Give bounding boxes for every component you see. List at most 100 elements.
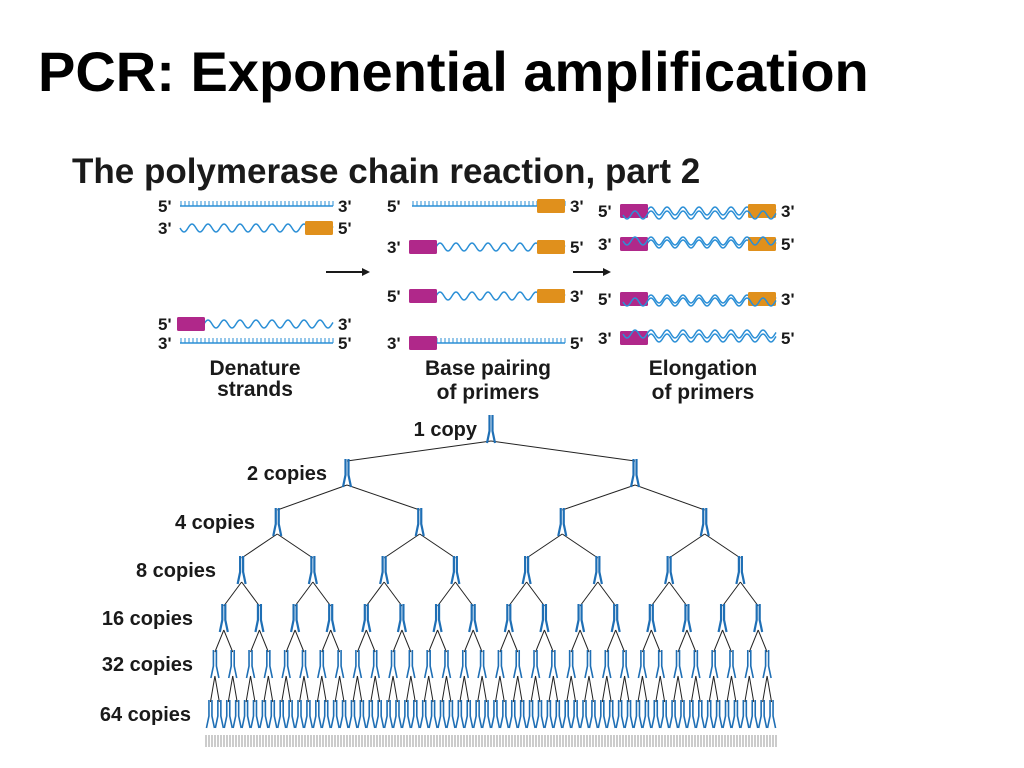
dna-copy [370,650,381,679]
three-prime-label: 3' [781,202,795,221]
tree-connector [241,533,278,559]
dna-copy [455,700,465,729]
forward-primer [620,237,648,251]
reverse-primer [748,237,776,251]
copies-label: 8 copies [136,560,216,582]
dna-copy [646,604,657,633]
tree-connector [562,484,636,511]
tree-connector [356,629,367,653]
tree-connector [535,675,541,703]
tree-connector [499,675,505,703]
extended-strand [622,329,777,339]
dna-copy [357,700,367,729]
extended-strand [622,236,777,246]
dna-copy [664,556,675,585]
tree-connector [294,629,305,653]
tree-connector [588,675,594,703]
strand-rungs [180,201,334,206]
tree-connector [428,629,439,653]
extended-strand [622,210,777,220]
tree-connector [437,629,447,653]
tree-connector [766,675,773,703]
tree-connector [543,629,554,653]
dna-copy [383,700,394,729]
dna-copy [588,700,599,729]
dna-copy [477,650,487,679]
dna-copy [610,604,621,633]
five-prime-label: 5' [338,334,352,353]
five-prime-label: 5' [338,219,352,238]
dna-copy [592,556,603,585]
dna-copy [731,700,741,729]
dna-copy [548,650,559,679]
tree-connector [659,675,666,703]
five-prime-label: 5' [570,238,584,257]
dna-copy [299,650,309,679]
dna-copy [263,650,274,679]
dna-copy [508,700,519,729]
step-elongation-line1: Elongation [649,357,758,380]
dna-copy [285,700,296,729]
tree-connector [619,675,626,703]
dna-copy [553,700,563,729]
tree-connector [579,629,590,653]
dna-strand: 5'3' [158,315,352,334]
tree-connector [494,675,501,703]
dna-copy [432,604,443,633]
dna-copy [245,650,256,679]
tree-connector [459,675,465,703]
tree-connector [677,675,683,703]
dna-copy [423,650,434,679]
strand-diagrams: 5'3'3'5'5'3'3'5'5'3'3'5'5'3'3'5'5'3'3'5'… [158,197,795,353]
dna-copy [468,604,479,633]
dna-strand: 5'3' [158,197,352,216]
tree-connector [454,581,474,607]
dna-copy [268,700,278,729]
tree-connector [579,581,599,607]
tree-connector [276,533,314,559]
dna-copy [722,700,732,729]
dna-copy [691,650,701,679]
tree-connector [334,675,341,703]
five-prime-label: 5' [387,197,401,216]
dna-copy [227,650,238,679]
dna-copy [708,650,719,679]
three-prime-label: 3' [781,290,795,309]
tree-connector [263,675,269,703]
dna-copy [726,650,737,679]
tree-connector [223,629,234,653]
dna-copy [241,700,251,729]
dna-copy [566,650,576,679]
tree-connector [744,675,750,703]
dna-copy [740,700,750,729]
dna-copy [401,700,412,729]
process-arrow-2 [573,268,611,276]
tree-connector [209,675,216,703]
extended-strand [622,297,777,307]
dna-copy [637,650,648,679]
copies-label: 2 copies [247,463,327,485]
dna-copy [633,700,643,729]
five-prime-label: 5' [158,315,172,334]
dna-copy [744,650,755,679]
three-prime-label: 3' [158,219,172,238]
slide-title: PCR: Exponential amplification [38,40,869,103]
dna-copy [615,700,625,729]
tree-connector [481,675,488,703]
tree-connector [285,629,296,653]
dna-copy [218,604,229,633]
tree-connector [214,629,225,653]
tree-connector [597,581,617,607]
dna-copy [539,604,550,633]
dna-copy [544,700,554,729]
tree-connector [245,675,252,703]
dna-copy [526,700,536,729]
tree-connector [726,675,732,703]
dna-copy [316,650,327,679]
tree-connector [641,675,648,703]
dna-copy [748,700,759,729]
tree-connector [673,675,679,703]
tree-connector [606,675,612,703]
copies-label: 1 copy [414,419,478,441]
